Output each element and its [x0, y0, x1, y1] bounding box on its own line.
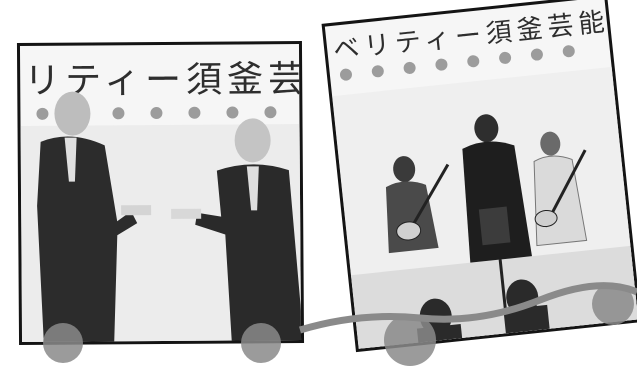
decorative-circle: [592, 283, 634, 325]
right-man-figure: [171, 118, 305, 345]
decorative-circle: [384, 314, 436, 366]
decorative-circle: [241, 323, 281, 363]
right-shamisen-player: [533, 131, 588, 247]
left-shamisen-player: [385, 156, 450, 254]
ceremony-scene: [20, 91, 305, 345]
decorative-circle: [43, 323, 83, 363]
decorative-connector: [298, 282, 637, 334]
left-man-figure: [37, 91, 152, 345]
left-photo-frame: リティー須釜芸能: [16, 41, 305, 345]
